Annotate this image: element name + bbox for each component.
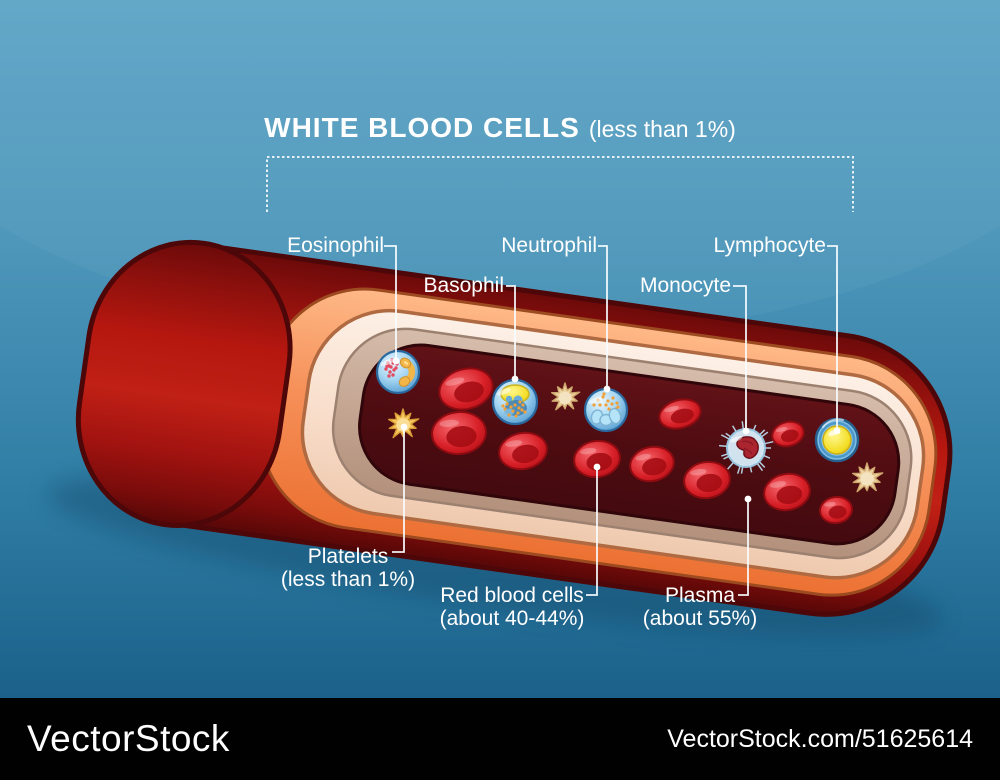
- leader-line: [506, 285, 516, 379]
- leader-line: [738, 499, 749, 596]
- vessel-closed-segment: [75, 239, 293, 528]
- red-blood-cell: [438, 367, 494, 411]
- blood-components-diagram: WHITE BLOOD CELLS (less than 1%) Eosinoph…: [0, 0, 1000, 698]
- image-credit-text: VectorStock.com/51625614: [667, 724, 973, 753]
- label-monocyte: Monocyte: [639, 274, 731, 297]
- label-rbc-amount: (about 40-44%): [439, 607, 585, 630]
- red-blood-cell: [763, 472, 811, 512]
- leader-dot: [511, 375, 519, 383]
- label-rbc-name: Red blood cells: [440, 584, 584, 607]
- leader-dot: [742, 427, 750, 435]
- label-platelets-name: Platelets: [307, 545, 389, 568]
- monocyte-cell: [719, 420, 774, 474]
- red-blood-cell: [629, 445, 675, 483]
- red-blood-cell: [498, 431, 548, 471]
- label-plasma-name: Plasma: [664, 584, 736, 607]
- leader-dot: [593, 463, 601, 471]
- platelet-cell: [551, 382, 581, 411]
- label-red-blood-cells: Red blood cells (about 40-44%): [432, 584, 592, 630]
- leader-line: [827, 245, 838, 431]
- red-blood-cell: [573, 439, 621, 479]
- red-blood-cell: [819, 495, 853, 525]
- lymphocyte-cell: [814, 417, 860, 463]
- leader-dot: [400, 423, 408, 431]
- blood-cells-layer: [375, 349, 884, 525]
- label-lymphocyte: Lymphocyte: [713, 234, 826, 257]
- title-main-text: WHITE BLOOD CELLS: [264, 112, 580, 143]
- leader-line: [392, 427, 405, 553]
- annotation-lines-layer: [266, 156, 854, 596]
- leader-dot: [833, 427, 841, 435]
- label-neutrophil: Neutrophil: [501, 234, 597, 257]
- label-eosinophil: Eosinophil: [287, 234, 384, 257]
- diagram-title: WHITE BLOOD CELLS (less than 1%): [0, 112, 1000, 144]
- title-percentage-note: (less than 1%): [588, 116, 736, 142]
- eosinophil-cell: [375, 349, 421, 395]
- label-plasma: Plasma (about 55%): [622, 584, 778, 630]
- red-blood-cell: [658, 398, 702, 430]
- label-basophil: Basophil: [423, 274, 504, 297]
- vectorstock-logo-text: VectorStock: [27, 718, 230, 759]
- leader-dot: [744, 495, 752, 503]
- blood-vessel-illustration: [0, 0, 1000, 698]
- red-blood-cell: [683, 460, 731, 500]
- watermark-bar: VectorStock VectorStock.com/51625614: [0, 698, 1000, 780]
- red-blood-cell: [431, 410, 487, 456]
- wbc-bracket: [266, 156, 854, 212]
- leader-line: [733, 285, 747, 431]
- leader-line: [598, 245, 608, 389]
- basophil-cell: [491, 378, 539, 426]
- label-plasma-amount: (about 55%): [642, 607, 758, 630]
- leader-line: [586, 467, 598, 596]
- label-platelets-amount: (less than 1%): [280, 568, 416, 591]
- leader-dot: [392, 357, 400, 365]
- leader-dot: [603, 385, 611, 393]
- platelet-cell: [852, 462, 884, 493]
- neutrophil-cell: [583, 387, 629, 433]
- red-blood-cell: [771, 420, 805, 448]
- leader-line: [384, 245, 397, 361]
- label-platelets: Platelets (less than 1%): [268, 545, 428, 591]
